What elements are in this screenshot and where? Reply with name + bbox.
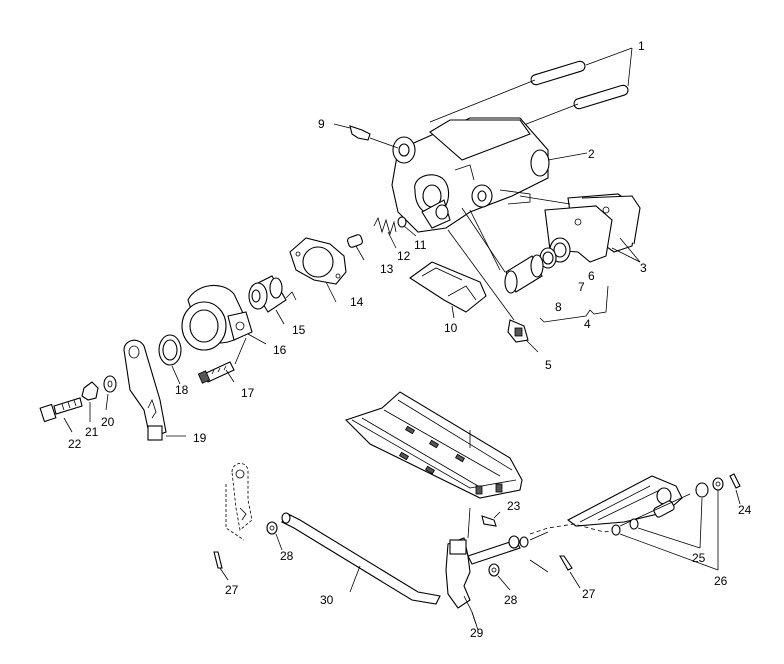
part-30-brake-rod	[281, 512, 441, 605]
label-part-25: 25	[692, 551, 706, 565]
part-9-fitting	[333, 123, 399, 149]
part-5-bleeder	[447, 229, 539, 353]
label-part-15: 15	[292, 323, 306, 337]
label-part-10: 10	[444, 321, 458, 335]
label-part-22: 22	[68, 437, 82, 451]
part-4-bracket	[539, 285, 609, 323]
label-part-24: 24	[738, 503, 752, 517]
label-part-1: 1	[638, 39, 645, 53]
part-14-gasket	[289, 237, 347, 303]
label-part-19: 19	[193, 431, 207, 445]
part-28-washer-left	[266, 521, 283, 551]
label-part-30: 30	[320, 593, 334, 607]
part-27-cotter-pin-right	[559, 555, 581, 589]
label-part-8: 8	[555, 300, 562, 314]
part-18-seal	[158, 334, 182, 385]
part-12-spring	[373, 216, 397, 249]
part-27-cotter-pin-left	[213, 551, 229, 581]
label-part-13: 13	[380, 262, 394, 276]
label-part-16: 16	[273, 343, 287, 357]
label-part-27-right: 27	[582, 587, 596, 601]
label-part-6: 6	[588, 269, 595, 283]
part-24-cotter-pin	[729, 473, 741, 505]
part-22-bolt	[39, 397, 83, 433]
part-17-bolt	[197, 337, 247, 384]
part-19-lever	[123, 339, 186, 441]
label-part-12: 12	[397, 249, 411, 263]
footrest-assembly	[344, 391, 523, 539]
part-23-pin	[481, 511, 501, 527]
left-linkage	[225, 463, 253, 541]
part-16-housing	[181, 284, 267, 351]
label-part-29: 29	[470, 626, 484, 640]
label-part-11: 11	[414, 238, 427, 252]
label-part-28-left: 28	[280, 549, 294, 563]
part-3-brake-pads	[519, 193, 641, 263]
label-part-3: 3	[640, 261, 647, 275]
label-part-21: 21	[85, 425, 99, 439]
label-part-27-left: 27	[225, 583, 239, 597]
part-2-caliper-body	[391, 117, 588, 233]
label-part-17: 17	[241, 386, 255, 400]
label-part-7: 7	[578, 280, 585, 294]
part-11-oring	[397, 216, 417, 237]
part-13-plunger	[347, 234, 365, 261]
part-28-washer-right	[488, 563, 511, 591]
label-part-5: 5	[545, 358, 552, 372]
footpeg-bracket	[529, 475, 691, 535]
label-part-2: 2	[588, 147, 595, 161]
part-21-nut	[81, 381, 99, 422]
part-8-piston	[504, 254, 544, 294]
label-part-14: 14	[350, 295, 364, 309]
part-10-clip	[409, 261, 487, 319]
label-part-9: 9	[318, 117, 325, 131]
part-15-bushing	[248, 275, 297, 325]
label-part-18: 18	[175, 383, 189, 397]
part-29-brake-pedal	[445, 531, 549, 631]
part-25-bushing	[629, 482, 709, 549]
label-part-28-right: 28	[504, 593, 518, 607]
part-20-washer	[103, 375, 117, 411]
label-part-20: 20	[101, 415, 115, 429]
label-part-4: 4	[584, 317, 591, 331]
label-part-26: 26	[714, 574, 728, 588]
label-part-23: 23	[507, 499, 521, 513]
part-26-washer	[611, 477, 724, 571]
